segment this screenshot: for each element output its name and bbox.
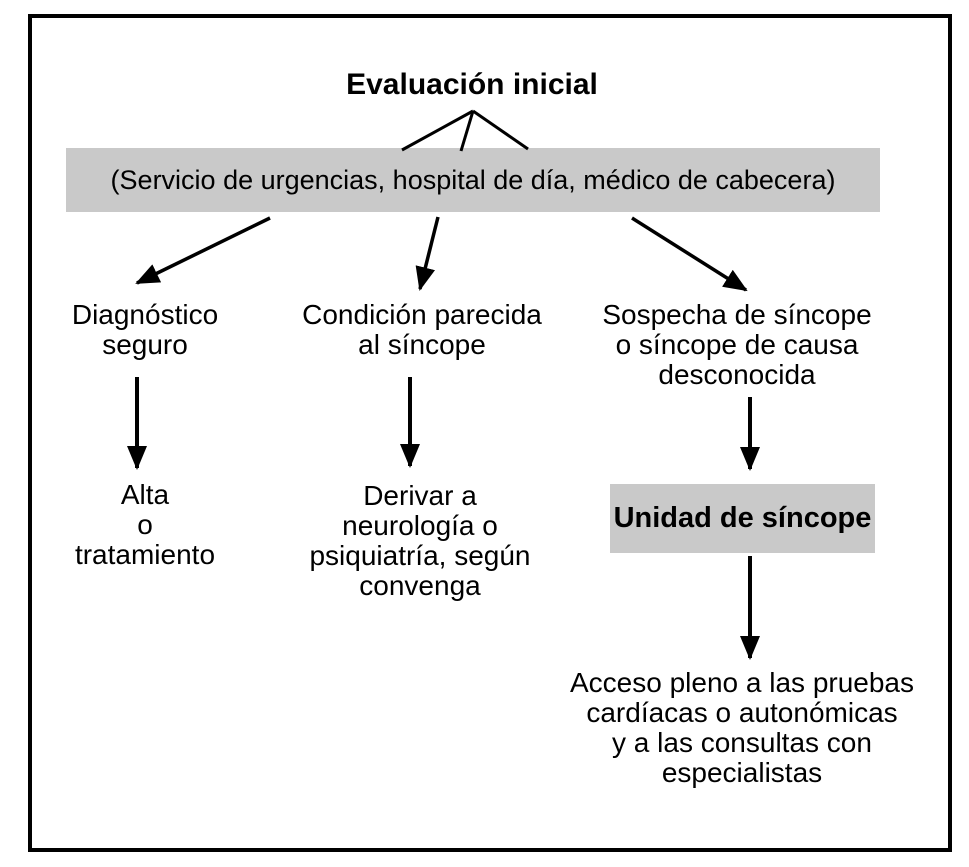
branch-label-condicion-parecida: Condición parecida al síncope <box>302 299 542 360</box>
source-box: (Servicio de urgencias, hospital de día,… <box>66 148 880 212</box>
outcome-acceso-pruebas: Acceso pleno a las pruebas cardíacas o a… <box>570 667 914 788</box>
branch-label-sospecha-sincope: Sospecha de síncope o síncope de causa d… <box>602 299 872 390</box>
unidad-de-sincope-box: Unidad de síncope <box>610 484 875 553</box>
diagram-frame <box>28 14 952 852</box>
diagram-title: Evaluación inicial <box>346 68 598 101</box>
outcome-alta-tratamiento: Alta o tratamiento <box>74 479 216 570</box>
source-box-label: (Servicio de urgencias, hospital de día,… <box>110 165 836 195</box>
outcome-derivar-neurologia: Derivar a neurología o psiquiatría, segú… <box>309 480 531 601</box>
branch-label-diagnostico-seguro: Diagnóstico seguro <box>71 299 219 360</box>
unidad-de-sincope-label: Unidad de síncope <box>613 502 872 534</box>
